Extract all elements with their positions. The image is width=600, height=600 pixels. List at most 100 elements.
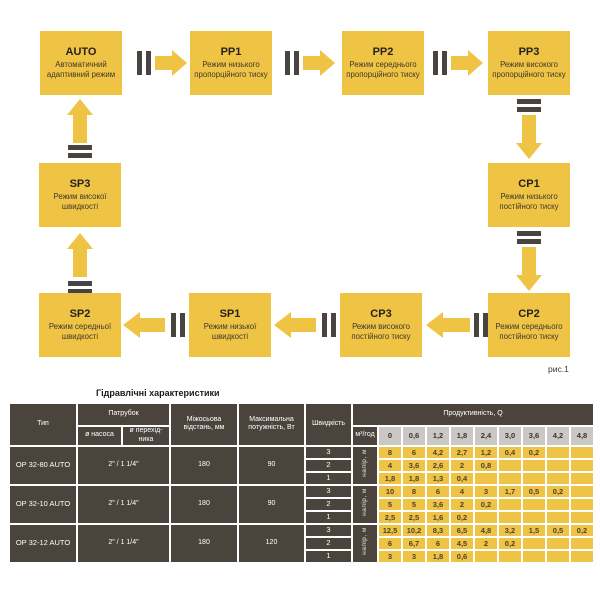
connector-pp2-to-pp3 [433,50,483,76]
head-value [499,498,521,510]
connector-pp3-to-cp1 [516,99,542,159]
table-title: Гідравлічні характеристики [96,388,220,398]
head-value: 1,3 [427,472,449,484]
col-header-distance: Міжосьова відстань, мм [171,404,237,445]
head-value: 0,2 [571,524,593,536]
head-value: 8,3 [427,524,449,536]
head-value: 2 [451,498,473,510]
head-value: 0,2 [523,446,545,458]
arrow-left-icon [274,312,316,338]
flow-value-header: 2,4 [475,427,497,445]
head-value: 12,5 [379,524,401,536]
head-value: 2 [451,459,473,471]
col-header-pipe-adapter: ø перехід-ника [123,427,169,445]
head-value: 4,8 [475,524,497,536]
arrow-right-icon [155,50,187,76]
mode-box-cp2: CP2 Режим середнього постійного тиску [488,293,570,357]
head-value: 3,2 [499,524,521,536]
head-value: 3 [403,550,425,562]
mode-desc: Режим низького пропорційного тиску [194,59,268,79]
speed-level: 3 [306,485,351,497]
mode-desc: Режим високого постійного тиску [351,321,411,341]
mode-code: PP1 [220,45,242,58]
head-value: 2,5 [403,511,425,523]
mode-desc: Автоматичний адаптивний режим [46,59,116,79]
head-value: 3 [379,550,401,562]
hydraulic-characteristics-table: Тип Патрубок Міжосьова відстань, мм Макс… [8,402,595,564]
head-value [547,472,569,484]
head-value [571,446,593,458]
head-value [523,472,545,484]
head-value: 3 [475,485,497,497]
speed-level: 3 [306,446,351,458]
speed-level: 2 [306,537,351,549]
pipe-size: 2" / 1 1/4" [78,524,169,562]
flow-value-header: 3,6 [523,427,545,445]
head-value: 10,2 [403,524,425,536]
flow-value-header: 0,6 [403,427,425,445]
head-value [475,511,497,523]
mode-code: PP2 [372,45,394,58]
mode-box-auto: AUTO Автоматичний адаптивний режим [40,31,122,95]
step-bars-icon [517,107,541,112]
head-value [547,459,569,471]
head-unit-label: напір, м [353,524,377,562]
step-bars-icon [517,231,541,236]
pump-type: OP 32-10 AUTO [10,485,76,523]
step-bars-icon [474,313,479,337]
head-value [523,550,545,562]
head-value [547,550,569,562]
speed-level: 3 [306,524,351,536]
head-value [547,511,569,523]
mode-code: CP1 [518,177,540,190]
head-value: 6 [427,485,449,497]
col-header-speed: Швидкість [306,404,351,445]
step-bars-icon [442,51,447,75]
head-value [523,498,545,510]
step-bars-icon [483,313,488,337]
pump-type: OP 32-12 AUTO [10,524,76,562]
head-value [571,472,593,484]
head-value: 6,7 [403,537,425,549]
mode-desc: Режим середнього пропорційного тиску [346,59,420,79]
col-header-pipe-pump: ø насоса [78,427,121,445]
head-value: 8 [403,485,425,497]
connector-arrows [67,50,542,338]
head-value: 2,7 [451,446,473,458]
figure-caption: рис.1 [548,364,569,374]
head-value: 0,6 [451,550,473,562]
mode-desc: Режим низької швидкості [203,321,257,341]
head-value [523,459,545,471]
mode-code: AUTO [65,45,97,58]
head-value: 2,5 [379,511,401,523]
head-value: 0,5 [523,485,545,497]
mode-box-cp3: CP3 Режим високого постійного тиску [340,293,422,357]
head-value: 0,2 [475,498,497,510]
head-value [571,550,593,562]
pipe-size: 2" / 1 1/4" [78,485,169,523]
col-header-flow: Продуктивність, Q [353,404,593,425]
connector-sp3-to-auto [67,99,93,158]
step-bars-icon [68,289,92,294]
step-bars-icon [146,51,151,75]
head-value: 1,2 [475,446,497,458]
arrow-left-icon [426,312,470,338]
head-value: 8 [379,446,401,458]
pipe-size: 2" / 1 1/4" [78,446,169,484]
head-unit-label: напір, м [353,485,377,523]
head-value: 1,8 [427,550,449,562]
connector-cp3-to-sp1 [274,312,336,338]
head-value [475,550,497,562]
head-value: 0,4 [499,446,521,458]
head-value: 0,2 [451,511,473,523]
step-bars-icon [68,153,92,158]
col-header-pipe: Патрубок [78,404,169,425]
max-power: 120 [239,524,304,562]
step-bars-icon [322,313,327,337]
col-header-type: Тип [10,404,76,445]
mode-code: PP3 [518,45,540,58]
mode-code: SP3 [69,177,91,190]
axial-distance: 180 [171,446,237,484]
arrow-down-icon [516,115,542,159]
